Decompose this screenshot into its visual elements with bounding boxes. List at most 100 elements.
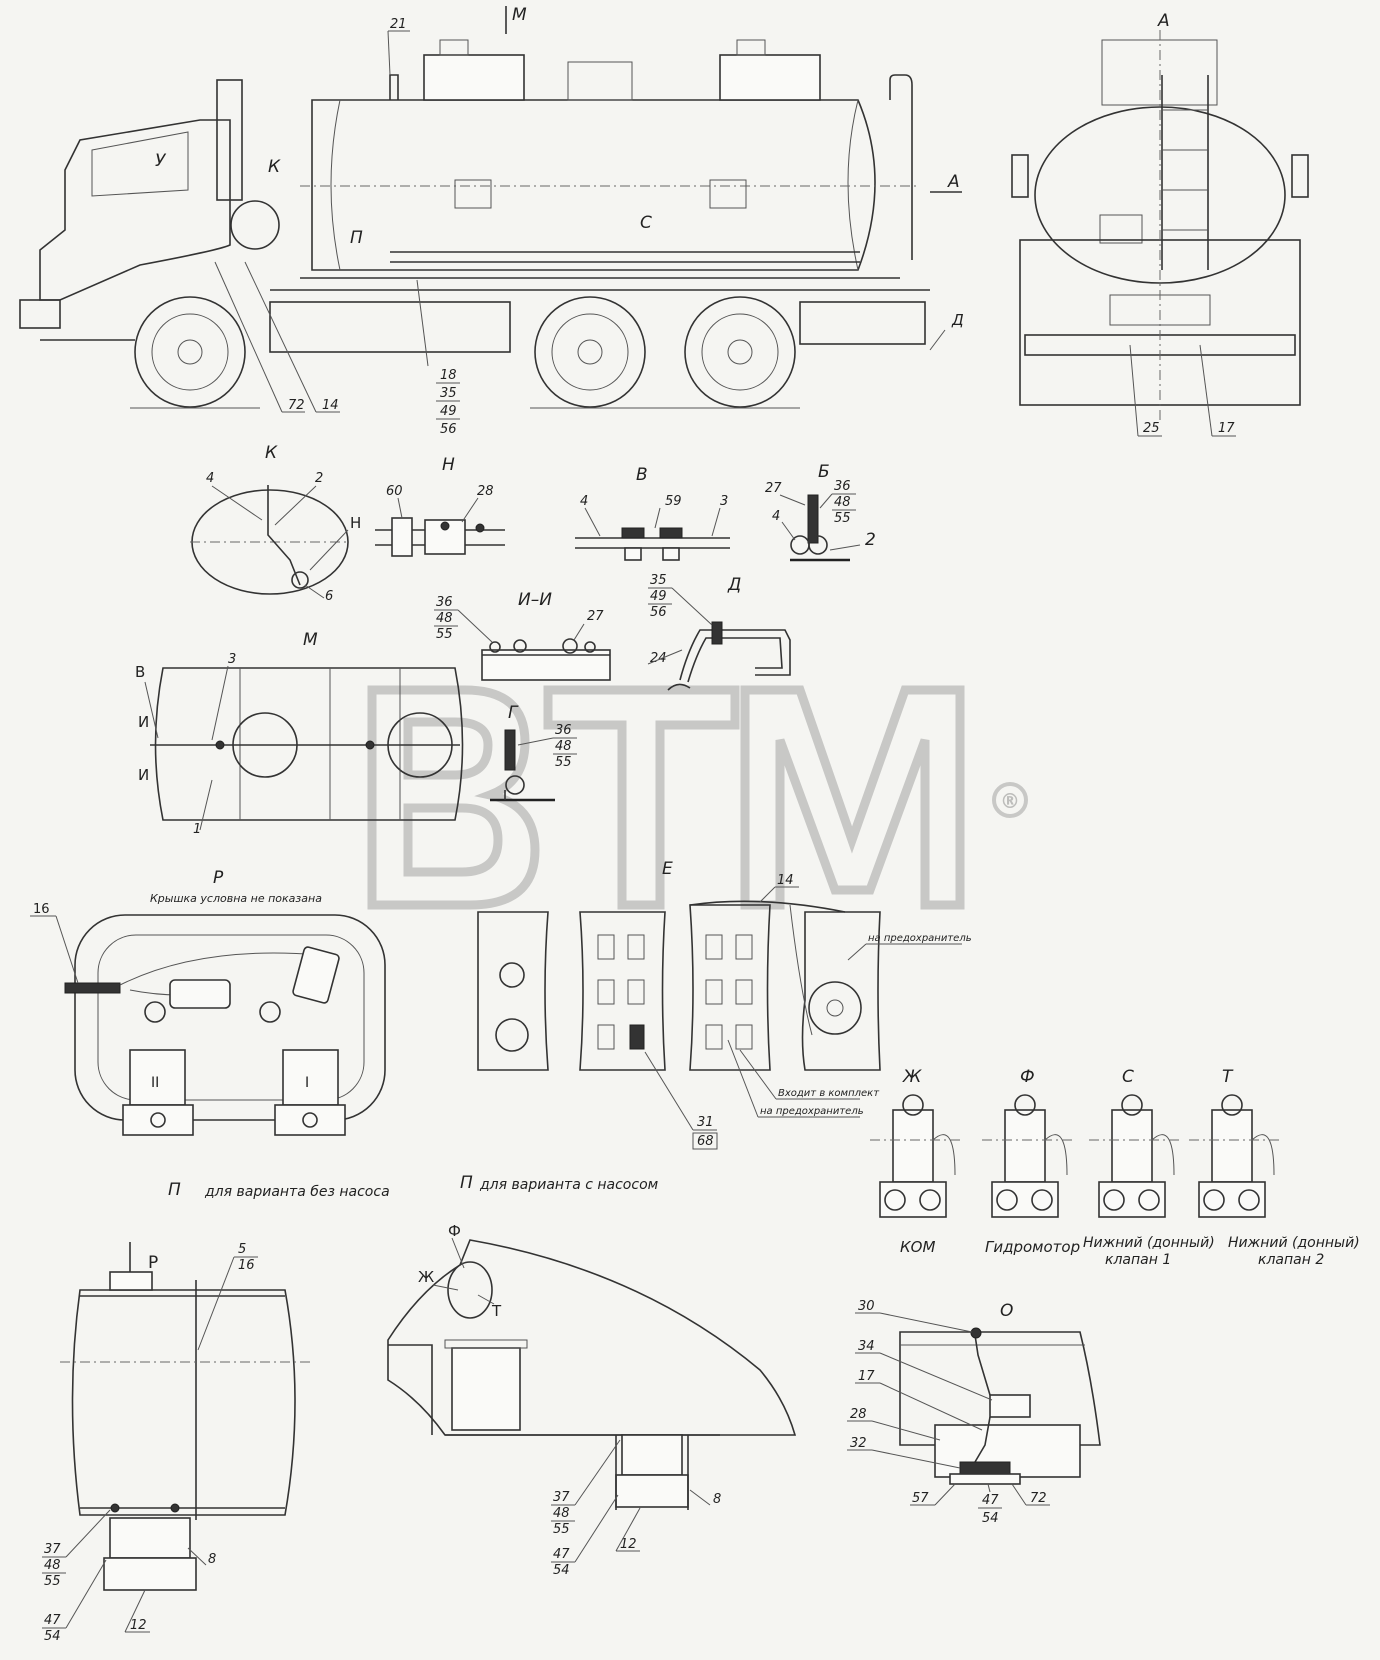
svg-text:на предохранитель: на предохранитель	[868, 933, 972, 944]
svg-text:В: В	[135, 663, 145, 681]
svg-text:Т: Т	[1222, 1067, 1234, 1087]
svg-text:55: 55	[555, 755, 572, 770]
svg-text:16: 16	[33, 902, 50, 917]
svg-text:4: 4	[772, 509, 780, 524]
svg-text:Нижний (донный): Нижний (донный)	[1083, 1235, 1215, 1251]
svg-text:Н: Н	[350, 514, 361, 532]
svg-text:18: 18	[440, 368, 457, 383]
svg-text:II: II	[151, 1075, 159, 1091]
svg-text:54: 54	[44, 1629, 61, 1644]
detail-p2: П для варианта с насосом Ф Ж Т 8 12 37 4…	[387, 1173, 797, 1578]
wheel-rear-1	[534, 296, 646, 408]
svg-text:клапан 1: клапан 1	[1105, 1252, 1171, 1268]
svg-text:72: 72	[1030, 1491, 1047, 1506]
svg-text:37: 37	[553, 1490, 570, 1505]
svg-text:49: 49	[650, 589, 667, 604]
svg-text:28: 28	[477, 484, 494, 499]
detail-d: Д 35 49 56 24	[647, 573, 791, 691]
detail-b: Б 27 4 2 36 48 55	[765, 462, 876, 562]
svg-text:для варианта без насоса: для варианта без насоса	[204, 1184, 390, 1200]
svg-text:27: 27	[765, 481, 782, 496]
svg-text:И–И: И–И	[518, 590, 552, 610]
view-label-a: А	[947, 172, 960, 192]
svg-text:59: 59	[665, 494, 682, 509]
svg-text:О: О	[1000, 1301, 1013, 1321]
svg-text:8: 8	[713, 1492, 721, 1507]
svg-text:КОМ: КОМ	[900, 1238, 935, 1256]
svg-text:30: 30	[858, 1299, 875, 1314]
svg-text:Е: Е	[662, 859, 673, 879]
svg-text:П: П	[460, 1173, 473, 1193]
valve-kom: Ж КОМ	[870, 1067, 960, 1256]
detail-n: Н 60 28	[375, 455, 505, 557]
rear-callout-25: 25	[1143, 421, 1160, 436]
svg-text:Д: Д	[727, 575, 741, 595]
svg-text:31: 31	[697, 1115, 714, 1130]
tank-shell	[311, 99, 876, 271]
svg-text:35: 35	[650, 573, 667, 588]
svg-text:И: И	[138, 766, 149, 784]
svg-text:55: 55	[834, 511, 851, 526]
detail-k: К 4 2 Н 6	[190, 443, 361, 604]
svg-text:3: 3	[228, 652, 236, 667]
view-label-p: П	[350, 228, 363, 248]
svg-text:8: 8	[208, 1552, 216, 1567]
cab-outline	[39, 119, 231, 301]
svg-text:57: 57	[912, 1491, 929, 1506]
svg-text:27: 27	[587, 609, 604, 624]
watermark-logo: ®	[367, 685, 1028, 910]
svg-text:47: 47	[553, 1547, 570, 1562]
svg-text:К: К	[265, 443, 278, 463]
svg-text:3: 3	[720, 494, 728, 509]
wheel-rear-2	[684, 296, 796, 408]
rear-callout-17: 17	[1218, 421, 1235, 436]
svg-text:54: 54	[982, 1511, 999, 1526]
svg-text:2: 2	[865, 530, 876, 550]
detail-m: М В И И 3 1	[135, 630, 464, 837]
svg-text:Крышка условна не показана: Крышка условна не показана	[150, 892, 322, 905]
svg-text:34: 34	[858, 1339, 875, 1354]
svg-text:68: 68	[697, 1134, 714, 1149]
svg-text:55: 55	[436, 627, 453, 642]
svg-text:36: 36	[555, 723, 572, 738]
view-label-k: К	[268, 157, 281, 177]
valve-hydromotor: Ф Гидромотор	[982, 1067, 1080, 1256]
svg-text:6: 6	[325, 589, 333, 604]
wheel-front	[134, 296, 246, 408]
svg-text:Ж: Ж	[418, 1268, 434, 1286]
rear-view-label: А	[1157, 11, 1170, 31]
callout-14: 14	[322, 398, 339, 413]
view-label-s: С	[640, 213, 652, 233]
detail-ii: И–И 36 48 55 27	[434, 590, 611, 681]
svg-text:Г: Г	[508, 703, 519, 723]
svg-text:Б: Б	[818, 462, 830, 482]
rear-view-a: А 25 17	[1011, 11, 1309, 437]
svg-text:12: 12	[620, 1537, 637, 1552]
svg-text:5: 5	[238, 1242, 246, 1257]
callout-stack-main: 18 35 49 56	[416, 279, 460, 437]
svg-text:60: 60	[386, 484, 403, 499]
valve-bottom-2: Т Нижний (донный) клапан 2	[1189, 1067, 1360, 1268]
callout-21: 21	[390, 17, 407, 32]
svg-text:Входит в комплект: Входит в комплект	[778, 1088, 880, 1099]
callout-72: 72	[288, 398, 305, 413]
svg-text:55: 55	[44, 1574, 61, 1589]
svg-text:П: П	[168, 1180, 181, 1200]
svg-text:36: 36	[436, 595, 453, 610]
svg-text:1: 1	[193, 822, 201, 837]
svg-text:Ф: Ф	[448, 1222, 461, 1240]
svg-text:12: 12	[130, 1618, 147, 1633]
svg-text:клапан 2: клапан 2	[1258, 1252, 1324, 1268]
svg-text:56: 56	[440, 422, 457, 437]
svg-text:на предохранитель: на предохранитель	[760, 1106, 864, 1117]
svg-text:36: 36	[834, 479, 851, 494]
watermark-registered: ®	[1000, 789, 1020, 813]
valve-bottom-1: С Нижний (донный) клапан 1	[1083, 1067, 1215, 1268]
svg-text:54: 54	[553, 1563, 570, 1578]
svg-text:17: 17	[858, 1369, 875, 1384]
svg-text:48: 48	[44, 1558, 61, 1573]
svg-text:Р: Р	[148, 1253, 158, 1273]
svg-text:56: 56	[650, 605, 667, 620]
detail-g: Г 36 48 55	[490, 703, 577, 802]
